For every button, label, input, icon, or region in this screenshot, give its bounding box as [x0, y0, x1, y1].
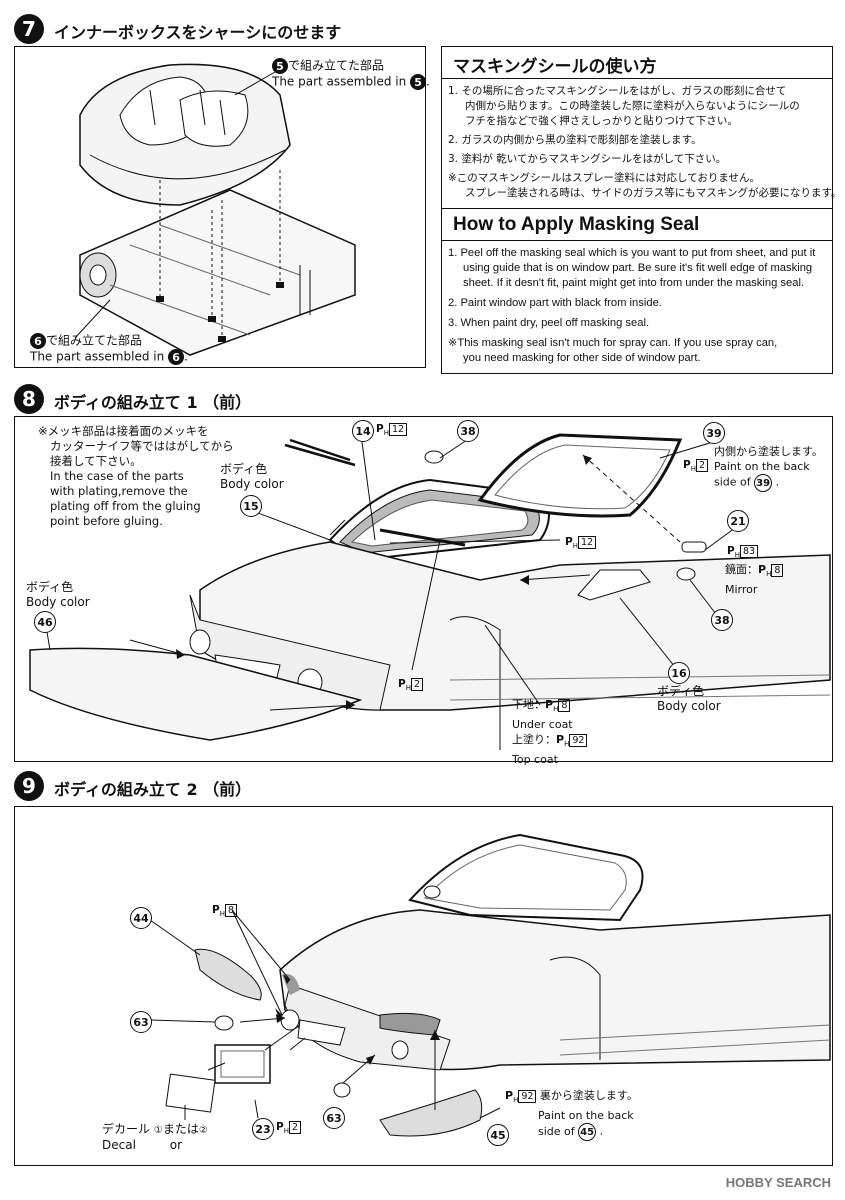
part-15: 15 [240, 495, 262, 517]
masking-title-en-rule [441, 208, 833, 209]
masking-title-en-rule2 [441, 240, 833, 241]
masking-title-en: How to Apply Masking Seal [453, 214, 700, 235]
part-21: 21 [727, 510, 749, 532]
step7-frame [14, 46, 426, 368]
part-23: 23 [252, 1118, 274, 1140]
ref-badge-5b: 5 [410, 74, 427, 90]
masking-title-ja-rule [441, 78, 833, 79]
part-63-left: 63 [130, 1011, 152, 1033]
step7-badge: 7 [14, 14, 44, 44]
masking-info-box [441, 46, 833, 374]
hobby-search-watermark: HOBBY SEARCH [725, 1175, 831, 1190]
ref-45: 45 [578, 1123, 597, 1142]
step7-title: インナーボックスをシャーシにのせます [54, 23, 342, 42]
part-63-bottom: 63 [323, 1107, 345, 1129]
ref-badge-6b: 6 [168, 349, 185, 365]
inner-box-illustration [79, 63, 291, 206]
part-45: 45 [487, 1124, 509, 1146]
part-44: 44 [130, 907, 152, 929]
step9-badge: 9 [14, 771, 44, 801]
part-16: 16 [668, 662, 690, 684]
part-14: 14 [352, 420, 374, 442]
step8-frame [14, 416, 833, 762]
ref-39: 39 [754, 474, 773, 492]
step8-title: ボディの組み立て 1 （前） [54, 393, 252, 412]
ref-badge-6: 6 [30, 333, 46, 349]
masking-title-ja: マスキングシールの使い方 [453, 57, 657, 77]
step9-frame [14, 806, 833, 1166]
chassis-illustration [79, 189, 356, 356]
step9-title: ボディの組み立て 2 （前） [54, 780, 252, 799]
masking-list-ja: 1. その場所に合ったマスキングシールをはがし、ガラスの彫刻に合せて 内側から貼… [448, 85, 842, 199]
part-46: 46 [34, 611, 56, 633]
part-39: 39 [703, 422, 725, 444]
plating-note: ※メッキ部品は接着面のメッキを カッターナイフ等でははがしてから 接着して下さい… [38, 424, 234, 528]
step8-badge: 8 [14, 384, 44, 414]
car-body-front-illustration-2 [149, 833, 831, 1137]
part-38-right: 38 [711, 609, 733, 631]
masking-list-en: 1. Peel off the masking seal which is yo… [448, 247, 816, 364]
decal-label: デカール ①または② Decal or [102, 1122, 208, 1152]
part-38-top: 38 [457, 420, 479, 442]
ref-badge-5: 5 [272, 58, 288, 74]
inside-paint-note: 内側から塗装します。 Paint on the back side of 39 … [714, 444, 823, 492]
step7-guide-lines [74, 71, 284, 342]
